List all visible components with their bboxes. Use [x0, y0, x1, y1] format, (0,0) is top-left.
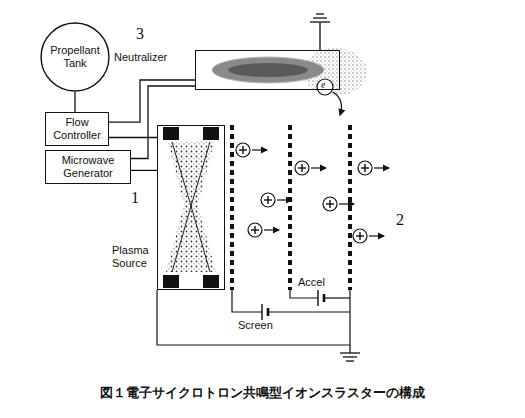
ion-group [236, 143, 389, 243]
ion-symbol [323, 197, 354, 211]
ground-symbol [340, 345, 360, 361]
source-plasma [166, 142, 216, 272]
battery-symbol [262, 290, 324, 320]
supply-line [131, 86, 195, 159]
ground-symbol [310, 14, 330, 50]
electron-path [333, 92, 341, 115]
microwave-generator-box: Microwave Generator [45, 150, 131, 184]
figure-caption: 図１電子サイクロトロン共鳴型イオンスラスターの構成 [0, 384, 525, 402]
supply-line [74, 92, 75, 112]
ion-symbol [353, 229, 384, 243]
plasma-chamber: Plasma Source [157, 125, 225, 290]
neutralizer-plasma [212, 57, 324, 83]
ion-symbol [295, 161, 326, 175]
field-line [172, 142, 210, 272]
grid-electrode [232, 125, 350, 290]
neutralizer-plasma-core [228, 63, 308, 77]
tank-circle [41, 23, 109, 91]
supply-line [131, 170, 157, 171]
node-label: Neutralizer [114, 51, 192, 64]
flow-controller-box: Flow Controller [45, 112, 109, 146]
ion-symbol [261, 193, 292, 207]
node-label: Propellant Tank [45, 44, 105, 69]
callout-number: 1 [131, 190, 139, 206]
callout-number: 2 [396, 212, 404, 228]
electron-label: e [321, 80, 325, 90]
propellant-tank: Propellant Tank [40, 22, 110, 92]
node-label: Microwave Generator [50, 154, 126, 179]
neutralizer-box: Neutralizer [195, 50, 340, 90]
ion-symbol [236, 143, 267, 157]
callout-number: 3 [136, 26, 144, 42]
electron-symbol [317, 79, 333, 95]
node-label: Plasma Source [112, 244, 154, 269]
grid-label: Accel [298, 277, 325, 288]
power-wiring [157, 290, 350, 345]
grid-label: Screen [238, 320, 273, 331]
magnet [163, 127, 219, 288]
ion-symbol [248, 223, 279, 237]
node-label: Flow Controller [50, 116, 104, 141]
supply-line [109, 137, 157, 138]
ion-symbol [358, 161, 389, 175]
